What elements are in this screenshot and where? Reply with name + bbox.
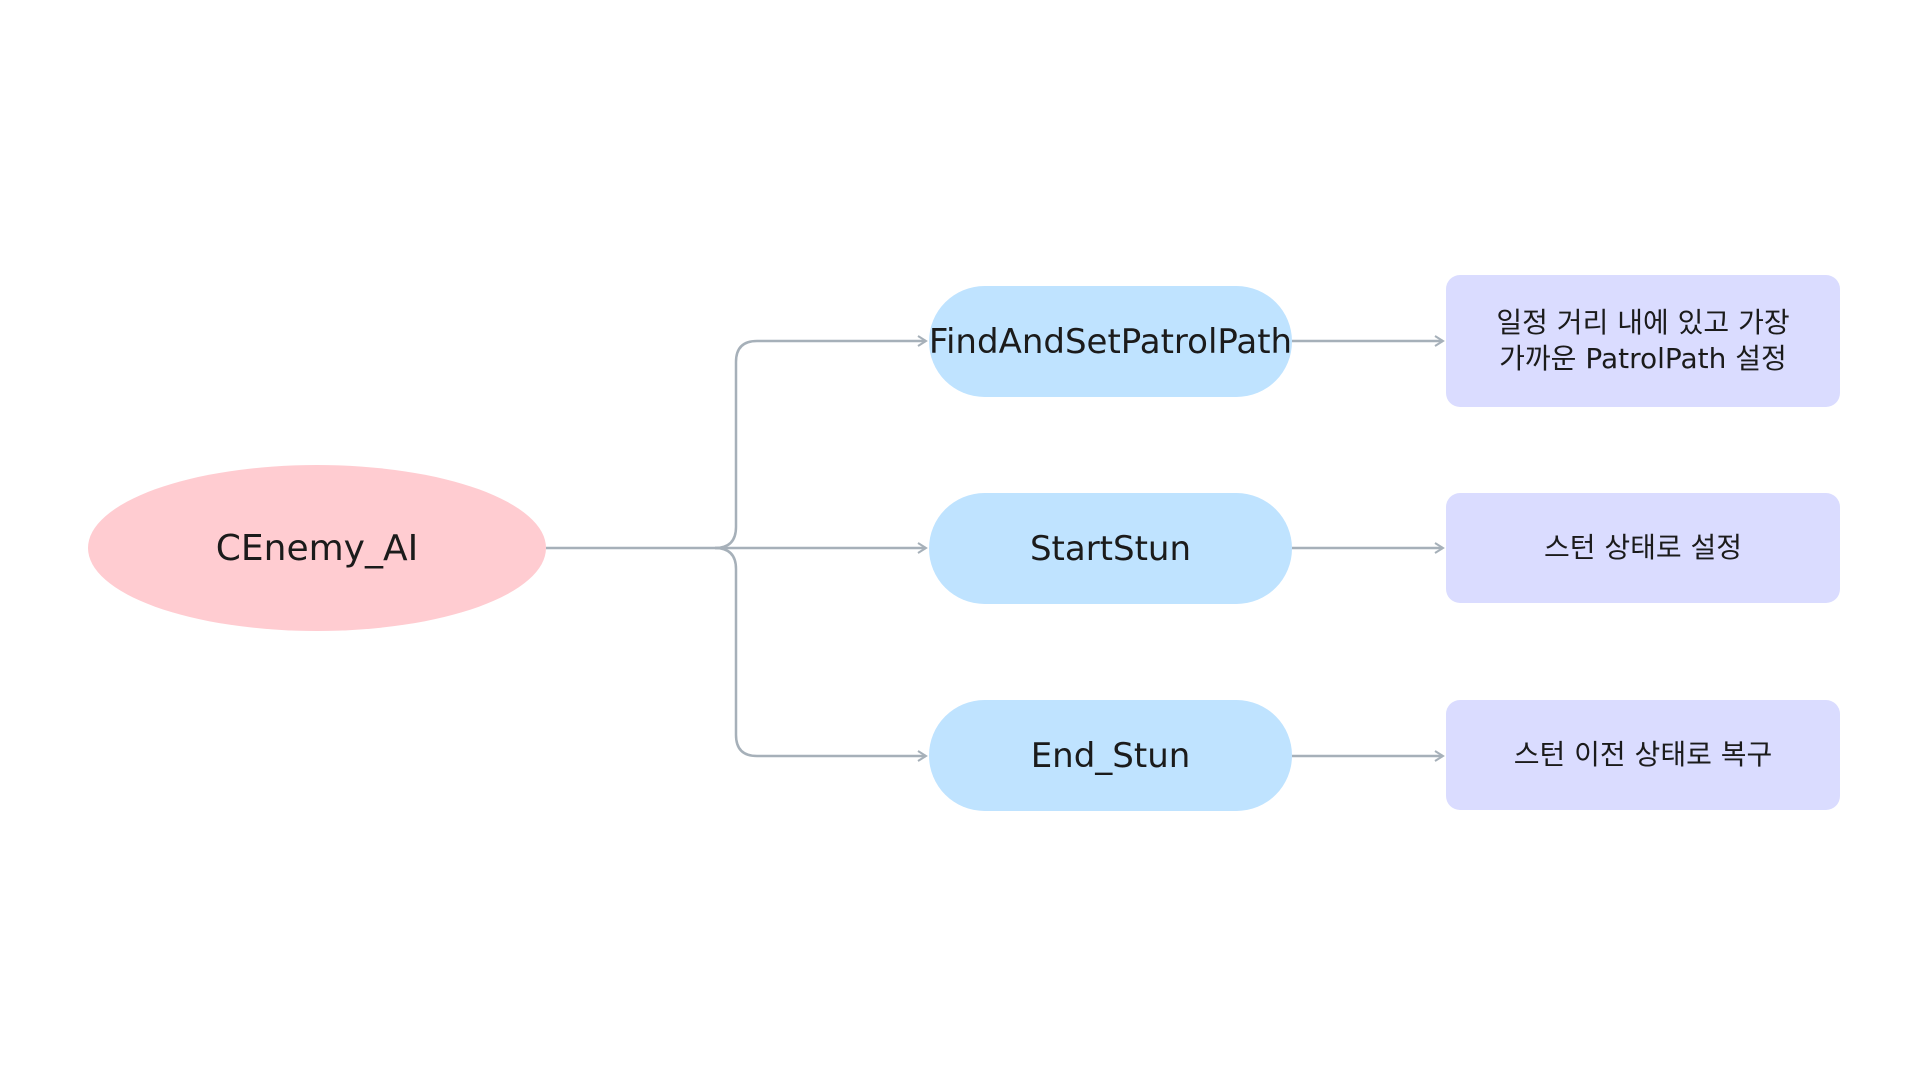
function-label: FindAndSetPatrolPath [928,321,1293,362]
root-label: CEnemy_AI [215,527,419,569]
description-node-3: 스턴 이전 상태로 복구 [1446,700,1840,810]
description-node-2: 스턴 상태로 설정 [1446,493,1840,603]
function-label: End_Stun [1030,735,1191,776]
description-text: 스턴 상태로 설정 [1543,531,1743,564]
function-node-findandsetpatrolpath: FindAndSetPatrolPath [929,286,1292,397]
function-node-end-stun: End_Stun [929,700,1292,811]
connector-to-findandsetpatrolpath [714,335,928,550]
connector-to-end-stun [714,546,928,762]
function-label: StartStun [1029,528,1192,569]
description-text: 스턴 이전 상태로 복구 [1513,738,1773,771]
function-node-startstun: StartStun [929,493,1292,604]
description-node-1: 일정 거리 내에 있고 가장 가까운 PatrolPath 설정 [1446,275,1840,407]
description-text: 일정 거리 내에 있고 가장 가까운 PatrolPath 설정 [1496,306,1790,375]
root-node: CEnemy_AI [88,465,546,631]
